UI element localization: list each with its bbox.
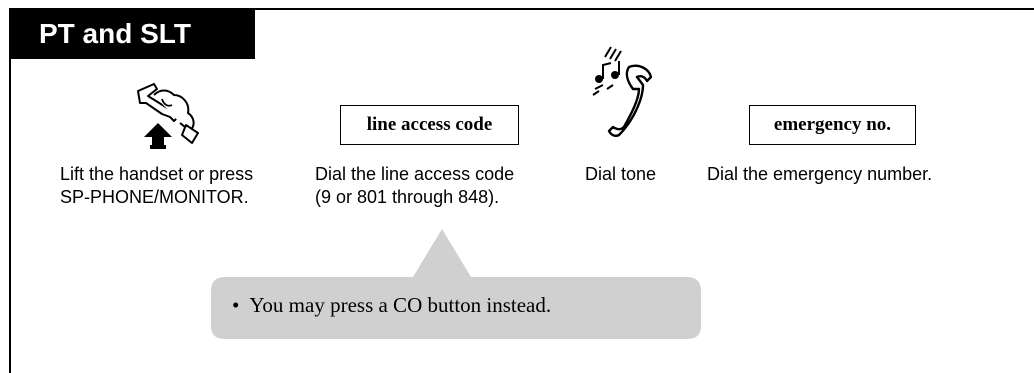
handset-lift-icon (137, 83, 199, 149)
line-access-code-key: line access code (340, 105, 519, 145)
note-bullet: • (232, 293, 240, 317)
step-1-instruction-line-2: SP-PHONE/MONITOR. (60, 187, 249, 207)
step-2-instruction-line-2: (9 or 801 through 848). (315, 187, 500, 207)
step-1-instruction-line-1: Lift the handset or press (60, 164, 254, 184)
emergency-number-key: emergency no. (749, 105, 916, 145)
step-3-instruction: Dial tone (585, 164, 657, 184)
note-callout (211, 229, 701, 339)
frame-left-border (9, 8, 11, 373)
dial-tone-handset-icon (592, 46, 653, 137)
step-2-instruction-line-1: Dial the line access code (315, 164, 515, 184)
note-text: • You may press a CO button instead. (232, 292, 551, 318)
frame-top-border (9, 8, 1034, 10)
note-content: You may press a CO button instead. (249, 293, 552, 317)
step-4-instruction: Dial the emergency number. (707, 164, 933, 184)
section-title: PT and SLT (9, 8, 255, 59)
